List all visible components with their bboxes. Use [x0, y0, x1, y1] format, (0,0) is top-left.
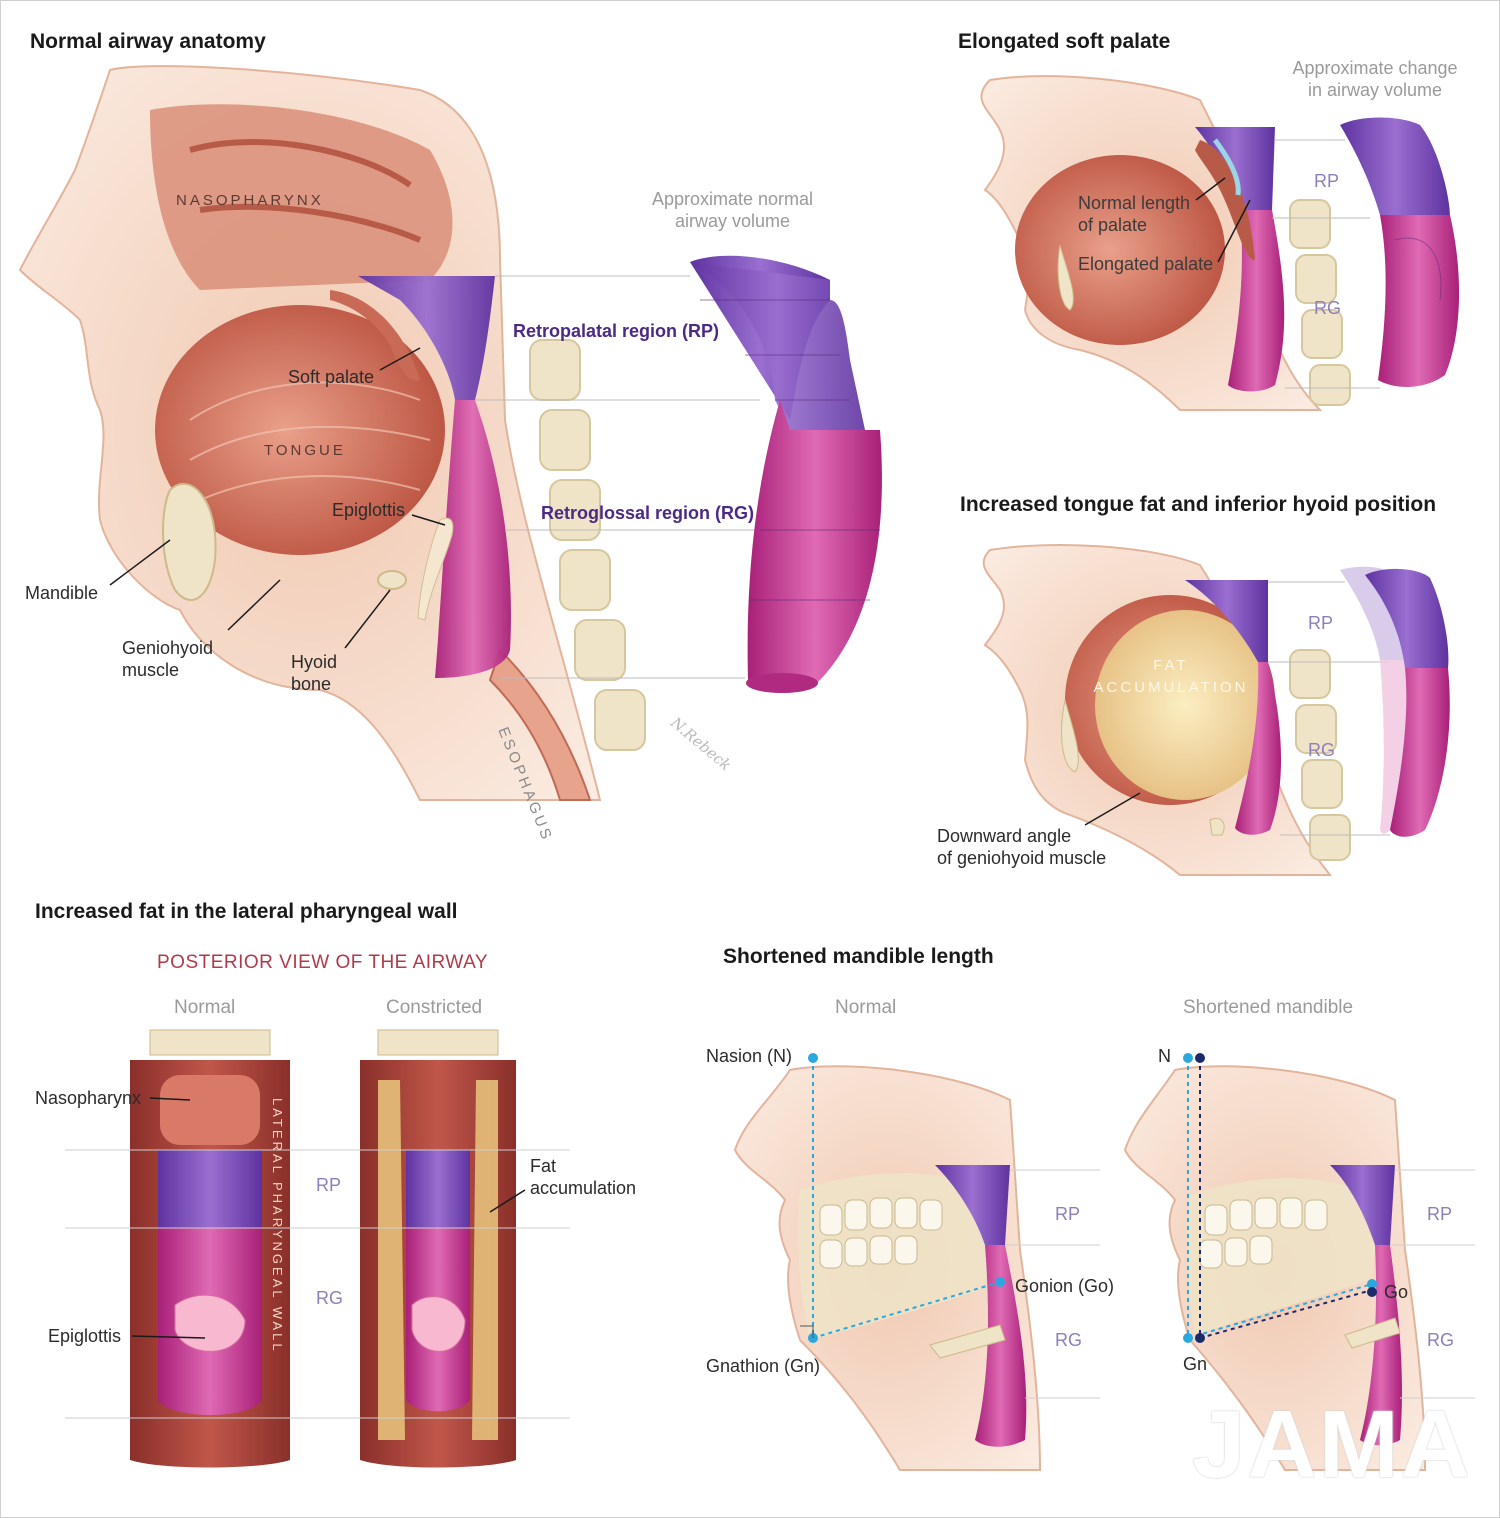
title-shortened-mandible: Shortened mandible length [723, 945, 994, 968]
palate-rp-label: RP [1314, 171, 1340, 191]
lateral-wall-label: LATERAL PHARYNGEAL WALL [270, 1098, 285, 1354]
posterior-view-label: POSTERIOR VIEW OF THE AIRWAY [157, 952, 489, 973]
mandible-shortened [1123, 1053, 1427, 1471]
mandible-shortened-label: Shortened mandible [1183, 997, 1354, 1018]
tongue-fat-drawing [982, 544, 1450, 876]
tongue-rp-label: RP [1308, 613, 1334, 633]
mandible-normal [733, 1053, 1042, 1471]
soft-palate [330, 290, 420, 381]
geniohyoid-label: Geniohyoid muscle [122, 638, 214, 680]
wall-rp-label: RP [316, 1175, 342, 1195]
posterior-constricted-label: Constricted [386, 997, 483, 1018]
mandible-rg-label: RG [1055, 1330, 1082, 1350]
short-rp-label: RP [1427, 1204, 1453, 1224]
normal-length-label: Normal length of palate [1078, 193, 1191, 235]
elongated-palate-label: Elongated palate [1078, 254, 1214, 274]
tongue-rg-label: RG [1308, 740, 1335, 760]
mandible-label: Mandible [25, 583, 99, 603]
gonion-label: Gonion (Go) [1015, 1276, 1115, 1296]
short-rg-label: RG [1427, 1330, 1454, 1350]
n-short-label: N [1158, 1046, 1171, 1066]
hyoid-bone [377, 570, 407, 590]
normal-airway-drawing [18, 65, 770, 801]
soft-palate-label: Soft palate [288, 367, 375, 387]
go-short-label: Go [1384, 1282, 1409, 1302]
posterior-normal [130, 1029, 290, 1468]
rp-region-label: Retropalatal region (RP) [513, 321, 720, 341]
title-normal-airway: Normal airway anatomy [30, 30, 266, 53]
fat-accumulation-tongue [1095, 610, 1275, 800]
posterior-nasopharynx-label: Nasopharynx [35, 1088, 142, 1108]
esophagus [488, 648, 592, 801]
mandible-bone [162, 483, 217, 601]
wall-fat-label: Fat accumulation [530, 1156, 637, 1198]
mandible-normal-label: Normal [835, 997, 897, 1018]
title-tongue-fat: Increased tongue fat and inferior hyoid … [960, 493, 1437, 516]
posterior-view-drawing [65, 1029, 570, 1468]
gn-short-label: Gn [1183, 1354, 1208, 1374]
nasopharynx-label: NASOPHARYNX [176, 192, 324, 209]
fat-accumulation-label: FAT ACCUMULATION [1093, 657, 1249, 696]
palate-rg-label: RG [1314, 298, 1341, 318]
normal-volume-shape [690, 255, 882, 693]
posterior-constricted [360, 1029, 516, 1468]
mandible-drawing [733, 1053, 1475, 1471]
epiglottis-label: Epiglottis [332, 500, 406, 520]
rg-region-label: Retroglossal region (RG) [541, 503, 755, 523]
hyoid-label: Hyoid bone [291, 652, 338, 694]
change-volume-caption: Approximate change in airway volume [1292, 58, 1458, 100]
airway-rp [358, 276, 495, 400]
nasion-label: Nasion (N) [706, 1046, 793, 1066]
normal-volume-caption: Approximate normal airway volume [651, 189, 814, 231]
posterior-epiglottis-label: Epiglottis [48, 1326, 122, 1346]
jama-watermark: JAMA [1191, 1391, 1472, 1498]
tongue [155, 305, 445, 555]
tongue-label: TONGUE [264, 442, 346, 459]
epiglottis-shape [417, 517, 454, 621]
cervical-spine [529, 339, 646, 751]
title-lateral-wall: Increased fat in the lateral pharyngeal … [35, 900, 458, 923]
downward-angle-label: Downward angle of geniohyoid muscle [937, 826, 1107, 868]
gnathion-label: Gnathion (Gn) [706, 1356, 821, 1376]
title-elongated-palate: Elongated soft palate [958, 30, 1171, 53]
mandible-rp-label: RP [1055, 1204, 1081, 1224]
posterior-normal-label: Normal [174, 997, 236, 1018]
wall-rg-label: RG [316, 1288, 343, 1308]
elongated-palate-drawing [980, 75, 1460, 411]
nasal-cavity [150, 104, 453, 290]
airway-rg [435, 400, 511, 678]
